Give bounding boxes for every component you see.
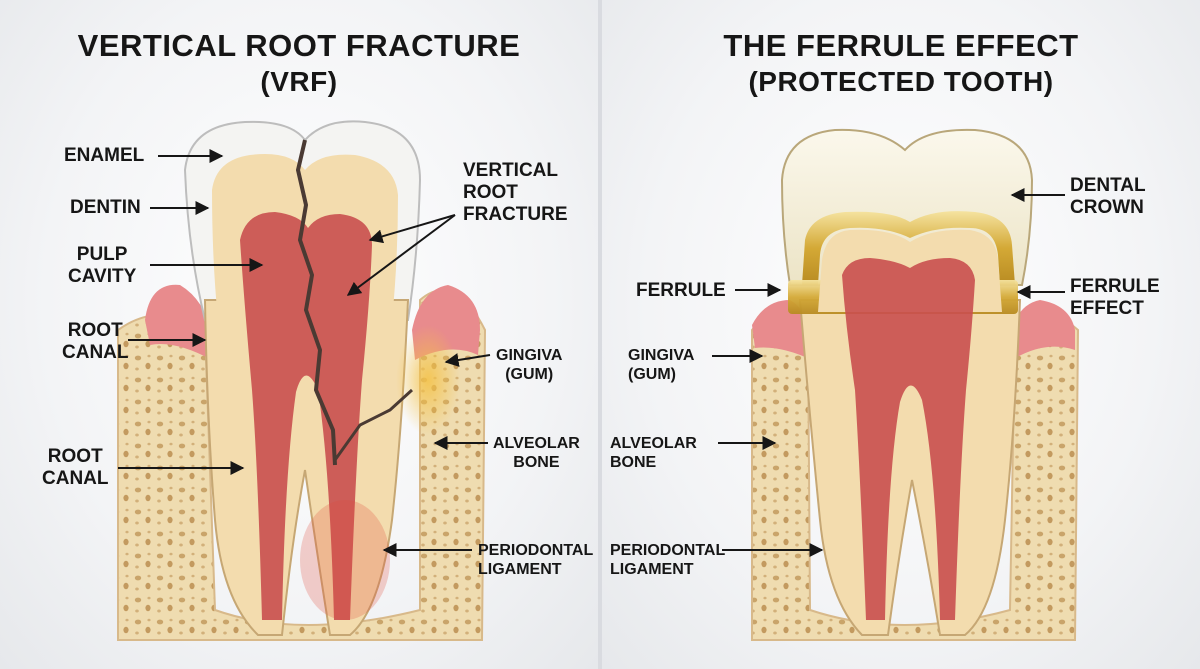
label-pulp-cavity: PULP CAVITY <box>68 244 137 287</box>
gingiva-ferrule-right <box>1010 300 1075 360</box>
label-enamel: ENAMEL <box>64 145 145 166</box>
label-alveolar-bone-left: ALVEOLAR BONE <box>493 435 580 471</box>
pulp-left <box>240 212 372 620</box>
label-dental-crown: DENTAL CROWN <box>1070 175 1146 218</box>
label-root-canal-upper: ROOT CANAL <box>62 320 129 363</box>
label-ferrule-effect: FERRULE EFFECT <box>1070 276 1160 319</box>
ferrule-subtitle: (PROTECTED TOOTH) <box>748 66 1054 97</box>
callout-arrows <box>118 149 1065 557</box>
vrf-tooth-group <box>117 120 487 641</box>
gingiva-ferrule-left <box>752 300 812 360</box>
label-dentin: DENTIN <box>70 197 141 218</box>
label-vertical-root-fracture: VERTICAL ROOT FRACTURE <box>463 160 568 225</box>
label-ferrule: FERRULE <box>636 280 726 301</box>
label-periodontal-ligament-right: PERIODONTAL LIGAMENT <box>610 542 726 578</box>
label-gingiva-left: GINGIVA (GUM) <box>496 347 563 383</box>
label-gingiva-right: GINGIVA (GUM) <box>628 347 695 383</box>
vrf-subtitle: (VRF) <box>260 66 338 97</box>
pulp-right <box>842 258 975 620</box>
label-root-canal-lower: ROOT CANAL <box>42 446 109 489</box>
vertical-root-fracture-line <box>296 139 337 466</box>
ferrule-title: THE FERRULE EFFECT <box>723 28 1079 63</box>
label-periodontal-ligament-left: PERIODONTAL LIGAMENT <box>478 542 594 578</box>
ferrule-tooth-group <box>751 128 1080 641</box>
vrf-title: VERTICAL ROOT FRACTURE <box>77 28 521 63</box>
panel-divider <box>598 0 602 669</box>
label-alveolar-bone-right: ALVEOLAR BONE <box>610 435 697 471</box>
